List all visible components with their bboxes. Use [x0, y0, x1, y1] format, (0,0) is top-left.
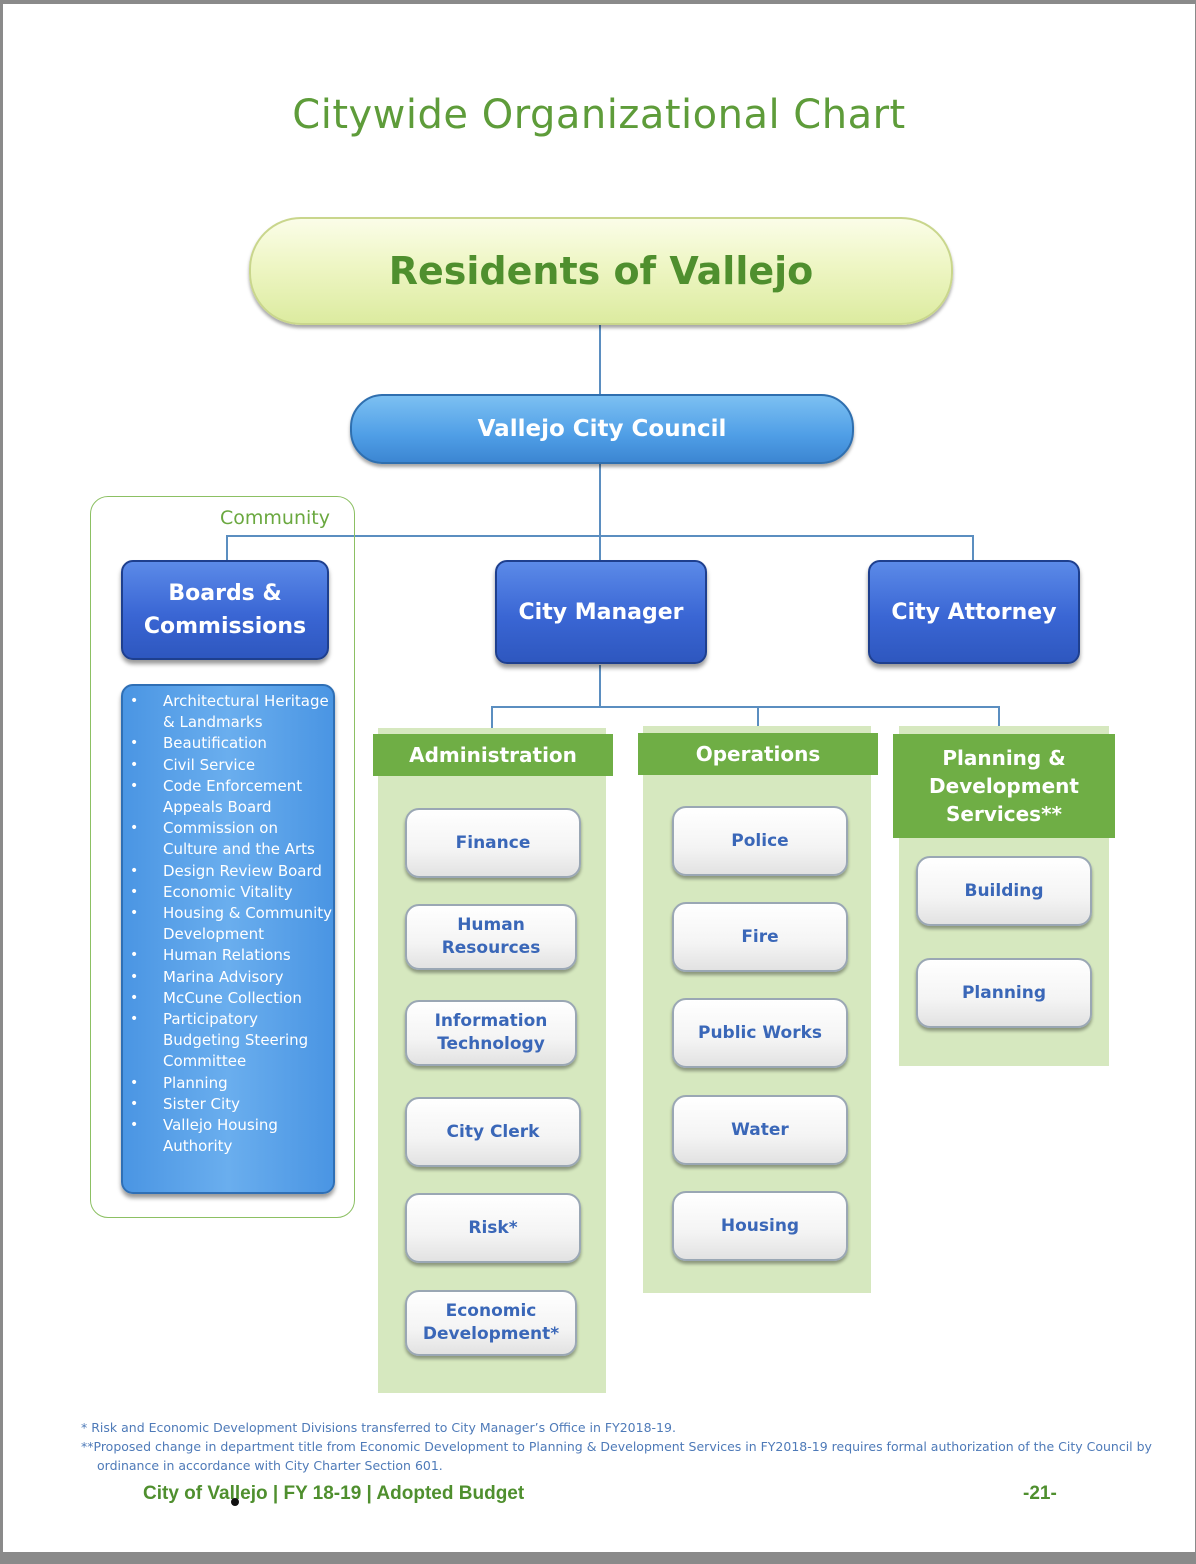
department-finance: Finance [405, 808, 581, 878]
connector-residents-council [599, 322, 601, 394]
department-water: Water [672, 1095, 848, 1165]
department-housing: Housing [672, 1191, 848, 1261]
planning-header-label: Planning & Development Services** [929, 746, 1079, 826]
department-city-clerk: City Clerk [405, 1097, 581, 1167]
list-item: Sister City [130, 1094, 333, 1115]
list-item: Economic Vitality [130, 882, 333, 903]
page-title: Citywide Organizational Chart [292, 92, 906, 138]
connector-council-down [599, 461, 601, 561]
list-item: Architectural Heritage & Landmarks [130, 691, 333, 733]
department-police: Police [672, 806, 848, 876]
department-human-resources: Human Resources [405, 904, 577, 970]
cursor-dot [231, 1498, 239, 1506]
list-item: Design Review Board [130, 861, 333, 882]
footer-page-number: -21- [1023, 1483, 1057, 1504]
list-item: Participatory Budgeting Steering Committ… [130, 1009, 333, 1073]
residents-node: Residents of Vallejo [249, 217, 953, 325]
list-item: Planning [130, 1073, 333, 1094]
list-item: Vallejo Housing Authority [130, 1115, 333, 1157]
community-group [90, 496, 355, 1218]
boards-list-panel: Architectural Heritage & Landmarks Beaut… [121, 684, 335, 1194]
connector-level2-horizontal [226, 535, 974, 537]
department-information-technology: Information Technology [405, 1000, 577, 1066]
list-item: Housing & Community Development [130, 903, 333, 945]
connector-departments-horizontal [491, 706, 1000, 708]
boards-commissions-label: Boards & Commissions [143, 581, 307, 639]
footnote-2: **Proposed change in department title fr… [81, 1439, 1152, 1473]
department-fire: Fire [672, 902, 848, 972]
community-label: Community [220, 507, 330, 529]
department-public-works: Public Works [672, 998, 848, 1068]
connector-to-boards [226, 535, 228, 561]
page: Citywide Organizational Chart Residents … [3, 4, 1195, 1552]
department-risk: Risk* [405, 1193, 581, 1263]
connector-manager-down [599, 665, 601, 707]
list-item: Human Relations [130, 945, 333, 966]
connector-to-operations [757, 706, 759, 732]
footer-budget-title: City of Vallejo | FY 18-19 | Adopted Bud… [143, 1483, 525, 1504]
connector-to-planning [998, 706, 1000, 732]
operations-header: Operations [638, 733, 878, 775]
planning-header: Planning & Development Services** [893, 734, 1115, 838]
department-building: Building [916, 856, 1092, 926]
list-item: Civil Service [130, 755, 333, 776]
list-item: McCune Collection [130, 988, 333, 1009]
boards-list: Architectural Heritage & Landmarks Beaut… [123, 686, 333, 1157]
list-item: Commission on Culture and the Arts [130, 818, 333, 860]
list-item: Marina Advisory [130, 967, 333, 988]
administration-header: Administration [373, 734, 613, 776]
boards-commissions-node: Boards & Commissions [121, 560, 329, 660]
department-economic-development: Economic Development* [405, 1290, 577, 1356]
department-planning: Planning [916, 958, 1092, 1028]
city-attorney-node: City Attorney [868, 560, 1080, 664]
connector-to-attorney [972, 535, 974, 561]
footnote-1: * Risk and Economic Development Division… [81, 1420, 676, 1435]
connector-to-administration [491, 706, 493, 732]
city-council-node: Vallejo City Council [350, 394, 854, 464]
list-item: Beautification [130, 733, 333, 754]
city-manager-node: City Manager [495, 560, 707, 664]
list-item: Code Enforcement Appeals Board [130, 776, 333, 818]
